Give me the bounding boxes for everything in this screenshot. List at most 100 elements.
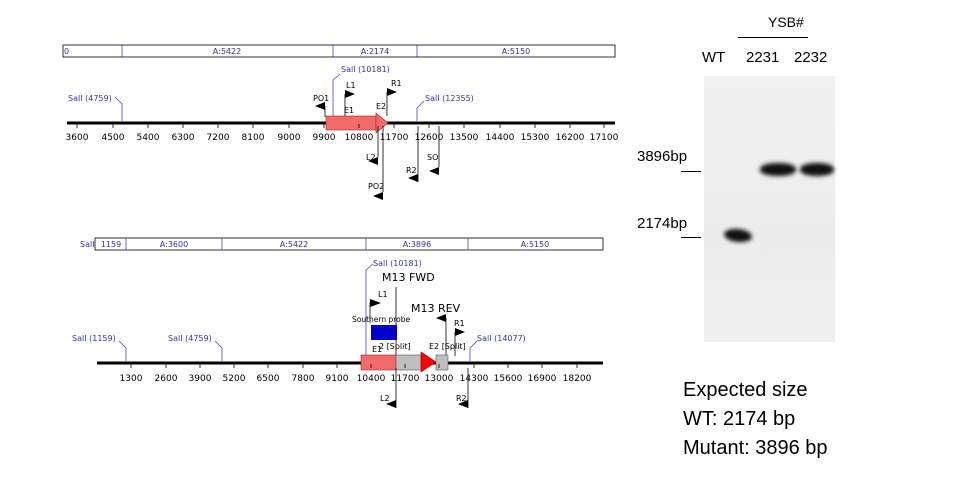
map2-site-label: SalI (14077) <box>477 334 526 343</box>
map2-split-region <box>395 354 422 371</box>
map2-site-label: SalI (10181) <box>373 259 422 268</box>
map2-tick-label: 1300 <box>120 374 143 384</box>
map2-tick-label: 7800 <box>292 374 315 384</box>
map1-tick-label: 8100 <box>242 133 265 143</box>
expected-size-mutant: Mutant: 3896 bp <box>683 437 828 459</box>
map1-tick-label: 4500 <box>102 133 125 143</box>
gel-group-label: YSB# <box>768 14 804 30</box>
map1-primer-l1: L1 <box>344 81 356 116</box>
gel-lane-label-wt: WT <box>702 49 726 66</box>
svg-text:R2: R2 <box>406 166 417 175</box>
map2-primer-l2: L2 <box>380 368 397 408</box>
map1-tick-label: 9000 <box>278 133 301 143</box>
map2-tick-label: 6500 <box>257 374 280 384</box>
svg-text:L2: L2 <box>380 394 390 403</box>
map1-tick-label: 11700 <box>380 133 409 143</box>
map2-segment-label: A:5150 <box>521 240 549 249</box>
map2-segment-label: SalI <box>80 240 95 249</box>
map1-feature-label: E1 <box>344 106 354 115</box>
map1-segment-label: A:2174 <box>361 47 389 56</box>
map2-tick-label: 18200 <box>563 374 592 384</box>
svg-text:M13 REV: M13 REV <box>411 302 461 315</box>
expected-size-title: Expected size <box>683 379 808 401</box>
map2-tick-label: 5200 <box>223 374 246 384</box>
map1-primer-po1: PO1 <box>313 94 329 117</box>
map1-primer-l2: L2 <box>366 126 379 165</box>
svg-text:R1: R1 <box>391 79 402 88</box>
map1-tick-label: 13500 <box>450 133 479 143</box>
map2-primer-m13-rev: M13 REV <box>411 302 461 356</box>
map2-exon-e1 <box>360 354 397 371</box>
map1-primer-so: SO <box>427 126 440 175</box>
map2-tick-label: 3900 <box>189 374 212 384</box>
map2-primer-r1: R1 <box>454 319 465 356</box>
svg-text:L1: L1 <box>346 81 356 90</box>
map2-tick-label: 11700 <box>391 374 420 384</box>
map1-tick-label: 14400 <box>486 133 515 143</box>
map1-tick-label: 7200 <box>207 133 230 143</box>
gel-group-underline <box>738 37 808 38</box>
map1-primer-po2: PO2 <box>368 126 384 200</box>
svg-text:SO: SO <box>427 153 438 162</box>
map1-primer-r1: R1 <box>386 79 402 116</box>
map2-tick-label: 14300 <box>460 374 489 384</box>
map2-feature-label: E2 [Split] <box>429 342 466 351</box>
map1-site-label: SalI (4759) <box>68 94 112 103</box>
svg-text:PO2: PO2 <box>368 182 384 191</box>
svg-text:R2: R2 <box>456 394 467 403</box>
band-2232 <box>800 163 834 176</box>
map2-feature-label: 2 [Split] <box>379 342 411 351</box>
marker-label-3896: 3896bp <box>637 148 688 165</box>
map2-primer-l1: L1 <box>369 290 388 323</box>
map2-segment-label: A:3896 <box>403 240 431 249</box>
map1-segment-label: A:5422 <box>213 47 241 56</box>
map1-tick-label: 5400 <box>137 133 160 143</box>
map1-tick-label: 6300 <box>172 133 195 143</box>
map2-segment-label: A:3600 <box>160 240 188 249</box>
map1-tick-label: 17100 <box>590 133 619 143</box>
map1-tick-label: 12600 <box>415 133 444 143</box>
map1: 0 A:5422 A:2174 A:5150 SalI (4759) SalI … <box>62 44 619 200</box>
map2-feature-label: E1 <box>372 345 382 354</box>
map1-tick-label: 16200 <box>556 133 585 143</box>
map1-tick-label: 9900 <box>313 133 336 143</box>
map2-primer-m13-fwd: M13 FWD <box>382 271 435 284</box>
map2-tick-label: 10400 <box>357 374 386 384</box>
map2-tick-label: 9100 <box>326 374 349 384</box>
gel-lane-label-2232: 2232 <box>794 49 828 66</box>
map2-segment-label: A:5422 <box>280 240 308 249</box>
map2-tick-label: 13000 <box>425 374 454 384</box>
map2-tick-label: 15600 <box>494 374 523 384</box>
map2-southern-probe <box>371 325 397 340</box>
map2-site-label: SalI (4759) <box>168 334 212 343</box>
plasmid-maps: 0 A:5422 A:2174 A:5150 SalI (4759) SalI … <box>62 44 619 408</box>
map2-e2-arrow <box>420 351 437 373</box>
marker-tick-3896 <box>681 171 701 172</box>
map2-primer-r2: R2 <box>456 368 469 408</box>
map2-tick-label: 16900 <box>528 374 557 384</box>
map1-left-edge-label: 0 <box>64 47 69 56</box>
map2-ticks: 1300 2600 3900 5200 6500 7800 9100 10400… <box>120 374 592 384</box>
map1-tick-label: 3600 <box>66 133 89 143</box>
map1-primer-r2: R2 <box>406 126 419 182</box>
map1-exon-e1 <box>325 115 377 131</box>
southern-blot <box>704 76 835 342</box>
map1-segment-bar <box>62 44 616 58</box>
map2: SalI 1159 A:3600 A:5422 A:3896 A:5150 Sa… <box>72 237 604 408</box>
map1-tick-label: 10800 <box>345 133 374 143</box>
expected-size-wt: WT: 2174 bp <box>683 408 796 430</box>
map1-site-label: SalI (12355) <box>425 94 474 103</box>
svg-text:L1: L1 <box>378 290 388 299</box>
marker-label-2174: 2174bp <box>637 215 688 232</box>
map2-site-label: SalI (1159) <box>72 334 116 343</box>
map1-feature-label: E2 <box>376 102 386 111</box>
map2-segment-label: 1159 <box>101 240 121 249</box>
map1-ticks: 3600 4500 5400 6300 7200 8100 9000 9900 … <box>66 133 619 143</box>
map1-exon-e2-arrow <box>375 112 389 134</box>
svg-text:PO1: PO1 <box>313 94 329 103</box>
map2-tick-label: 2600 <box>155 374 178 384</box>
map2-split-region-2 <box>435 354 449 371</box>
svg-text:L2: L2 <box>366 153 376 162</box>
map2-probe-label: Southern probe <box>352 315 411 324</box>
map1-site-label: SalI (10181) <box>341 65 390 74</box>
